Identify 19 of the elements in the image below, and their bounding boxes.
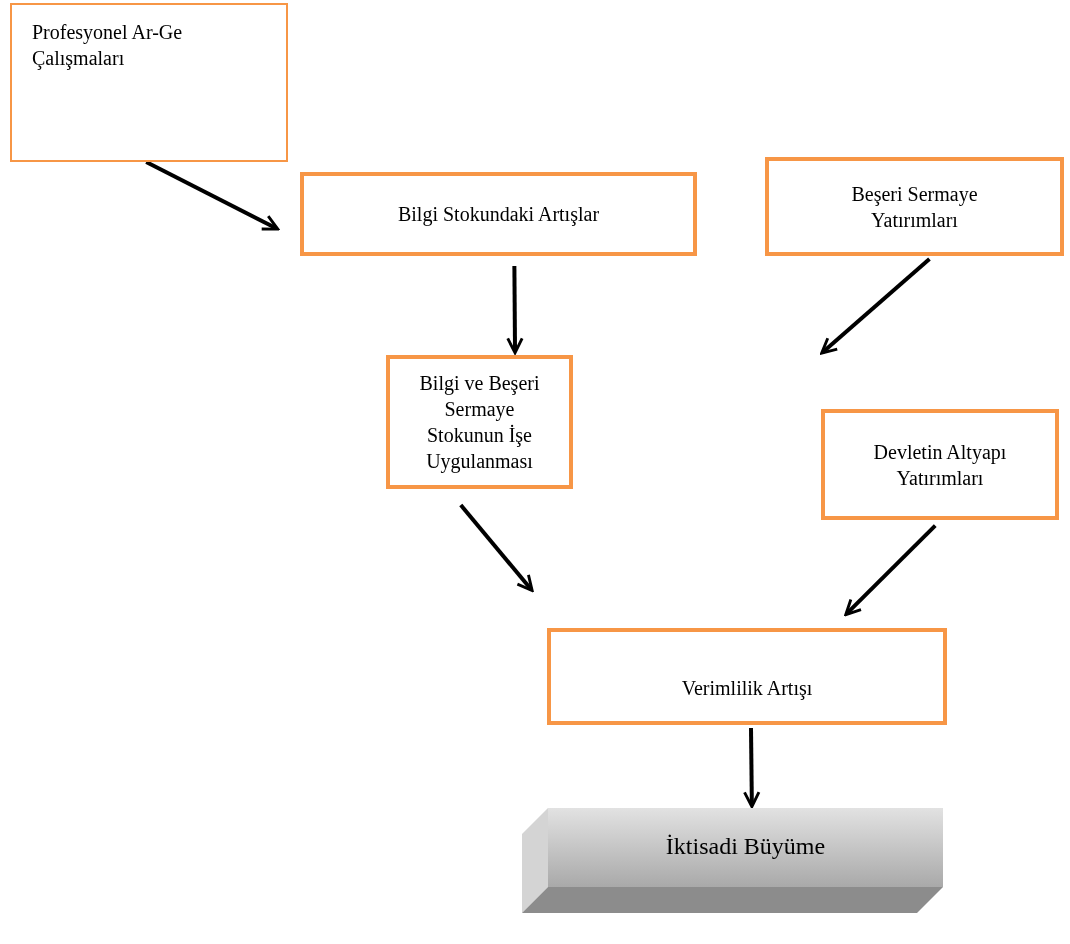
arrow <box>820 257 931 355</box>
process-box <box>300 172 697 256</box>
arrow <box>743 727 761 809</box>
process-box <box>821 409 1059 520</box>
box-label: Verimlilik Artışı <box>681 675 813 701</box>
arrow <box>844 524 937 617</box>
box-label: Bilgi Stokundaki Artışlar <box>397 202 600 227</box>
arrow <box>459 503 534 592</box>
block-label: İktisadi Büyüme <box>665 831 826 861</box>
process-box <box>386 355 573 489</box>
process-box <box>10 3 288 162</box>
arrow <box>145 160 280 231</box>
process-box <box>765 157 1064 256</box>
box-label: Beşeri Sermaye Yatırımları <box>850 181 979 233</box>
box-label: Bilgi ve Beşeri Sermaye Stokunun İşe Uygulanması <box>418 371 541 474</box>
box-label: Devletin Altyapı Yatırımları <box>872 439 1008 491</box>
arrow <box>506 266 524 355</box>
process-box <box>547 628 947 725</box>
box-label: Profesyonel Ar-Ge Çalışmaları <box>32 20 184 71</box>
